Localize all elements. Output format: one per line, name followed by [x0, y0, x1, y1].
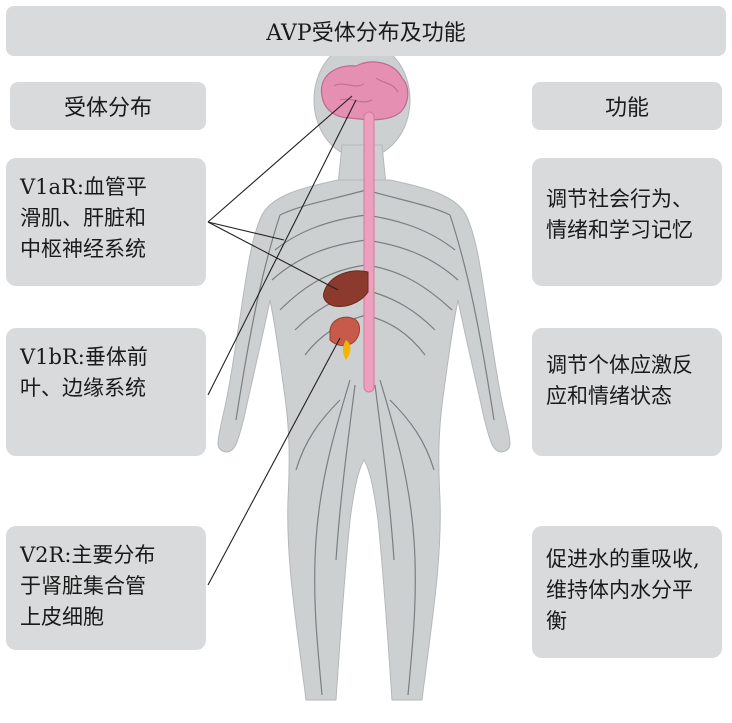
diagram-title: AVP受体分布及功能 — [6, 6, 726, 56]
kidney — [330, 317, 360, 345]
receptor-v2r-box: V2R:主要分布 于肾脏集合管 上皮细胞 — [6, 526, 206, 650]
function-v2r-box: 促进水的重吸收, 维持体内水分平 衡 — [532, 526, 722, 658]
receptor-v1ar-box: V1aR:血管平 滑肌、肝脏和 中枢神经系统 — [6, 158, 206, 286]
receptor-distribution-header: 受体分布 — [10, 82, 206, 130]
receptor-v1br-box: V1bR:垂体前 叶、边缘系统 — [6, 328, 206, 456]
spinal-cord — [364, 112, 374, 392]
function-v1br-box: 调节个体应激反 应和情绪状态 — [532, 328, 722, 456]
function-header: 功能 — [532, 82, 722, 130]
function-v1ar-box: 调节社会行为、 情绪和学习记忆 — [532, 158, 722, 286]
